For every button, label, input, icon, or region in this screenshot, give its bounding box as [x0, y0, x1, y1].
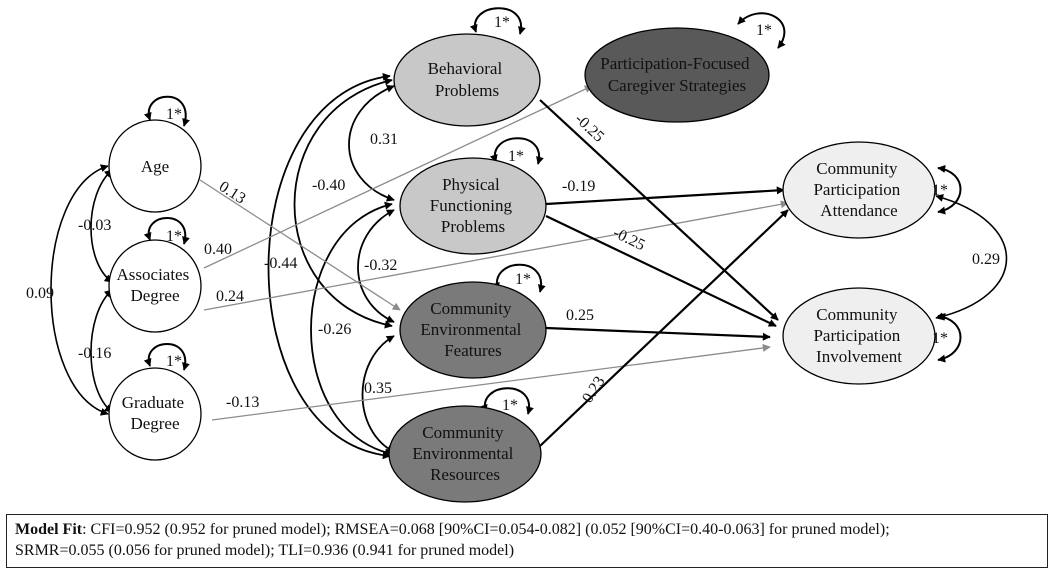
node-physical: [399, 157, 547, 255]
coef-physical-resources: -0.26: [318, 321, 351, 338]
coef-attendance-involvement: 0.29: [972, 251, 1000, 268]
directed-paths: [199, 85, 789, 447]
covariance-behavioral-features: [293, 77, 393, 329]
coef-behavioral-features: -0.40: [312, 177, 345, 194]
label-environmental-features: Community Environmental Features: [420, 299, 525, 360]
variance-loop-physical: [489, 137, 544, 165]
variance-label-strategies: 1*: [756, 22, 772, 39]
covariance-age-graduate: [50, 164, 109, 416]
coef-behavioral-to-involvement: -0.25: [571, 110, 607, 145]
variance-label-associates: 1*: [166, 228, 182, 245]
node-environmental-features: [399, 281, 547, 379]
variance-loop-behavioral: [469, 7, 526, 35]
variance-loop-attendance: [937, 164, 962, 215]
nodes: [108, 27, 936, 503]
variance-loops: [143, 7, 962, 415]
coef-age-graduate: 0.09: [26, 285, 54, 302]
coef-features-resources: 0.35: [364, 380, 392, 397]
model-fit-box: Model Fit: CFI=0.952 (0.952 for pruned m…: [6, 514, 1048, 568]
covariance-physical-features: [357, 209, 395, 323]
variance-loop-features: [492, 263, 546, 293]
path-associates-to-strategies: [203, 85, 593, 269]
covariance-physical-resources: [310, 201, 393, 457]
node-associates: [108, 239, 202, 333]
path-physical-to-involvement: [545, 215, 777, 327]
variance-label-attendance: 1*: [932, 182, 948, 199]
coefficient-labels: 0.13 0.40 0.24 -0.13 -0.25 -0.19 -0.25 0…: [26, 110, 1000, 411]
path-associates-to-attendance: [203, 200, 789, 311]
sem-path-diagram: Age Associates Degree Graduate Degree Be…: [26, 7, 1008, 503]
model-fit-line2: SRMR=0.055 (0.056 for pruned model); TLI…: [15, 542, 515, 559]
node-attendance: [782, 141, 936, 239]
node-environmental-resources: [388, 405, 542, 503]
path-age-to-features: [199, 179, 401, 311]
covariance-behavioral-physical: [348, 84, 395, 202]
path-behavioral-to-involvement: [539, 99, 779, 321]
coef-physical-to-attendance: -0.19: [562, 178, 595, 195]
covariance-behavioral-resources: [267, 72, 391, 460]
coef-graduate-to-involvement: -0.13: [226, 394, 259, 411]
node-age: [108, 119, 202, 213]
coef-behavioral-resources: -0.44: [264, 255, 297, 272]
variance-label-physical: 1*: [508, 148, 524, 165]
variance-loop-involvement: [937, 312, 962, 363]
node-strategies: [584, 27, 770, 123]
coef-behavioral-physical: 0.31: [370, 131, 398, 148]
variance-loop-resources: [479, 387, 534, 415]
coef-physical-features: -0.32: [364, 257, 397, 274]
variance-label-behavioral: 1*: [494, 14, 510, 31]
variance-label-involvement: 1*: [932, 330, 948, 347]
covariance-features-resources: [361, 335, 395, 453]
coef-age-to-features: 0.13: [216, 178, 249, 208]
variance-loop-associates: [143, 217, 190, 245]
path-resources-to-attendance: [539, 209, 789, 447]
label-environmental-resources: Community Environmental Resources: [412, 423, 517, 484]
path-physical-to-attendance: [545, 186, 785, 206]
variance-label-age: 1*: [166, 106, 182, 123]
variance-label-environmental-features: 1*: [515, 271, 531, 288]
node-behavioral: [393, 33, 541, 127]
label-associates: Associates Degree: [117, 265, 194, 305]
node-graduate: [108, 367, 202, 461]
variance-loop-strategies: [737, 12, 786, 49]
node-labels: Age Associates Degree Graduate Degree Be…: [117, 54, 904, 484]
label-physical: Physical Functioning Problems: [430, 175, 516, 236]
variance-label-graduate: 1*: [166, 353, 182, 370]
label-age: Age: [141, 157, 169, 176]
label-graduate: Graduate Degree: [122, 393, 189, 433]
variance-label-environmental-resources: 1*: [502, 397, 518, 414]
variance-loop-age: [143, 95, 190, 127]
label-behavioral: Behavioral Problems: [428, 59, 507, 100]
variance-loop-graduate: [143, 343, 190, 371]
coef-associates-to-attendance: 0.24: [216, 288, 244, 305]
coef-age-associates: -0.03: [78, 217, 111, 234]
label-involvement: Community Participation Involvement: [813, 305, 904, 366]
label-attendance: Community Participation Attendance: [813, 159, 904, 220]
path-graduate-to-involvement: [211, 343, 771, 421]
label-strategies: Participation-Focused Caregiver Strategi…: [600, 54, 753, 95]
coef-associates-to-strategies: 0.40: [204, 241, 232, 258]
coef-associates-graduate: -0.16: [78, 345, 111, 362]
variance-labels: 1* 1* 1* 1* 1* 1* 1* 1* 1* 1*: [166, 14, 948, 414]
model-fit-label: Model Fit: [15, 521, 83, 538]
covariance-associates-graduate: [90, 289, 113, 413]
covariance-arcs-left: [50, 72, 1008, 460]
covariance-age-associates: [90, 169, 113, 283]
covariance-attendance-involvement: [935, 194, 1008, 321]
coef-features-to-involvement: 0.25: [566, 307, 594, 324]
model-fit-line1: : CFI=0.952 (0.952 for pruned model); RM…: [82, 521, 890, 538]
coef-resources-to-attendance: 0.23: [579, 373, 609, 406]
node-involvement: [782, 287, 936, 385]
